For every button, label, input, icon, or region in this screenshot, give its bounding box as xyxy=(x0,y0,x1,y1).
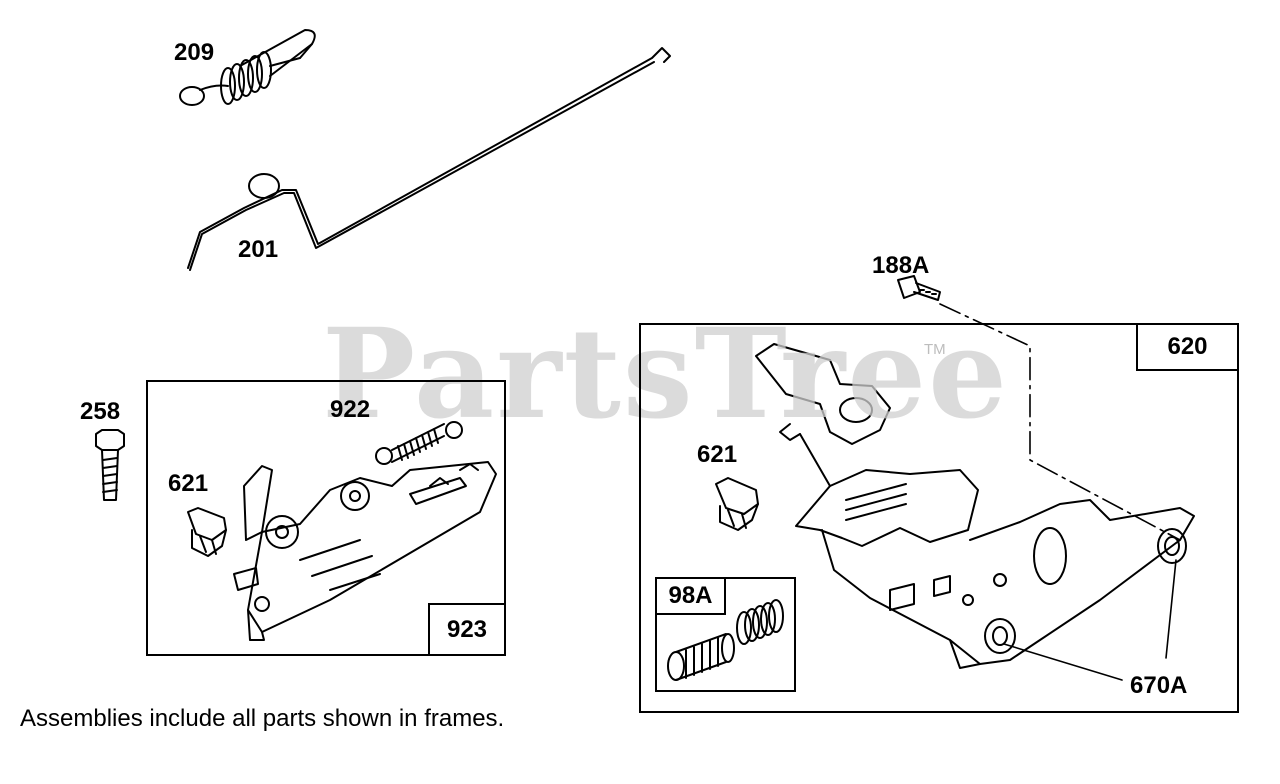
part-188A-bolt xyxy=(897,275,1181,541)
label-922: 922 xyxy=(330,396,371,423)
label-188A: 188A xyxy=(872,252,930,279)
part-209-spring-clip xyxy=(179,29,316,106)
watermark: PartsTree xyxy=(322,302,1010,447)
tag-620: 620 xyxy=(1136,323,1239,371)
label-258: 258 xyxy=(80,398,121,425)
assembly-620-governor-bracket xyxy=(755,343,1195,669)
label-201: 201 xyxy=(238,236,279,263)
frame-923 xyxy=(146,380,506,656)
part-621-clip-right xyxy=(715,477,759,531)
part-922-spring xyxy=(375,421,463,465)
label-621-right: 621 xyxy=(697,441,738,468)
label-209: 209 xyxy=(174,39,215,66)
tag-98A: 98A xyxy=(655,577,726,615)
part-98A-spring-and-stud xyxy=(667,599,784,681)
part-621-clip-left xyxy=(187,507,227,557)
frame-620 xyxy=(639,323,1239,713)
part-201-link-rod xyxy=(187,47,671,271)
label-621-left: 621 xyxy=(168,470,209,497)
assembly-923-bracket xyxy=(233,461,497,641)
label-670A: 670A xyxy=(1130,672,1188,699)
leader-lines-670A xyxy=(1003,559,1177,681)
watermark-trademark: TM xyxy=(924,341,946,358)
part-258-bolt xyxy=(95,429,125,501)
tag-923: 923 xyxy=(428,603,506,656)
assemblies-note: Assemblies include all parts shown in fr… xyxy=(20,705,505,732)
